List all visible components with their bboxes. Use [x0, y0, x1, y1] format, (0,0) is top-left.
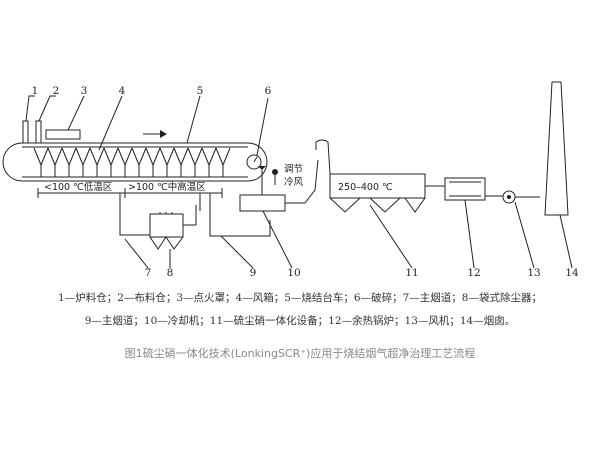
low-temp-zone-label: <100 ℃低温区	[44, 181, 113, 193]
label-14: 14	[565, 267, 579, 279]
figure-caption: 图1硫尘硝一体化技术(LonkingSCR⁺)应用于烧结烟气超净治理工艺流程	[124, 347, 476, 360]
label-5: 5	[197, 85, 204, 97]
label-8: 8	[167, 267, 174, 279]
chimney	[544, 81, 569, 216]
label-9: 9	[250, 267, 257, 279]
hopper-2	[35, 120, 42, 144]
temperature-label: 250–400 ℃	[338, 182, 393, 193]
label-13: 13	[527, 267, 540, 279]
sintering-belt	[2, 142, 268, 182]
label-2: 2	[53, 85, 60, 97]
ignition-hood	[45, 129, 81, 140]
direction-arrow-icon	[160, 130, 167, 138]
wind-boxes	[33, 147, 231, 177]
label-6: 6	[265, 85, 272, 97]
label-12: 12	[467, 267, 480, 279]
label-1: 1	[32, 85, 39, 97]
cooler	[239, 194, 286, 212]
hopper-1	[22, 120, 29, 144]
legend-line-1: 1—炉料仓；2—布料仓；3—点火罩；4—风箱；5—烧结台车；6—破碎；7—主烟道…	[58, 292, 542, 304]
crusher	[246, 154, 262, 170]
legend-line-2: 9—主烟道；10—冷却机；11—硫尘硝一体化设备；12—余热锅炉；13—风机；1…	[84, 315, 516, 327]
cold-air-label-line2: 冷风	[284, 176, 304, 188]
label-11: 11	[405, 267, 418, 279]
bag-filter	[149, 213, 184, 238]
waste-heat-boiler	[444, 177, 486, 201]
label-3: 3	[81, 85, 88, 97]
label-4: 4	[119, 85, 126, 97]
high-temp-zone-label: >100 ℃中高温区	[128, 181, 206, 193]
label-7: 7	[145, 267, 152, 279]
label-10: 10	[287, 267, 300, 279]
cold-air-label-line1: 调节	[284, 164, 303, 175]
